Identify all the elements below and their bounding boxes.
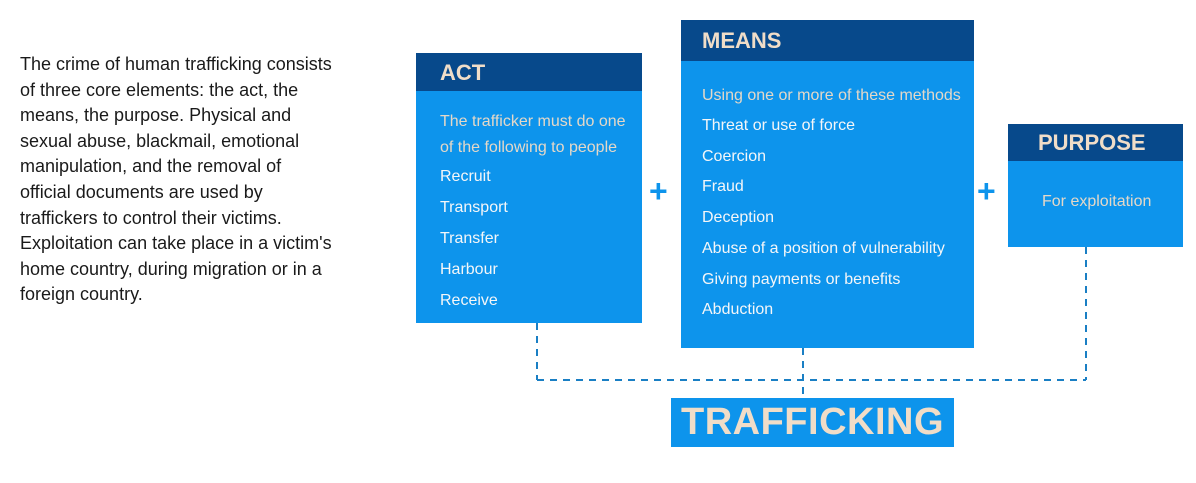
purpose-text: For exploitation: [1042, 193, 1152, 210]
intro-line: means, the purpose. Physical and: [20, 105, 292, 126]
intro-paragraph: The crime of human trafficking consists …: [20, 52, 385, 308]
intro-line: official documents are used by: [20, 181, 263, 202]
means-header: MEANS: [681, 20, 974, 61]
intro-line: of three core elements: the act, the: [20, 79, 299, 100]
means-subtitle: Using one or more of these methods: [702, 84, 961, 108]
intro-line: foreign country.: [20, 284, 143, 305]
act-subtitle: The trafficker must do one of the follow…: [440, 109, 626, 161]
means-title: MEANS: [702, 28, 782, 53]
means-item: Deception: [702, 209, 775, 227]
purpose-box: PURPOSE For exploitation: [1008, 124, 1183, 247]
act-item: Transfer: [440, 230, 499, 247]
means-item: Threat or use of force: [702, 117, 855, 134]
means-item: Giving payments or benefits: [702, 270, 901, 288]
means-item: Abduction: [702, 301, 774, 319]
intro-line: Exploitation can take place in a victim'…: [20, 233, 332, 254]
purpose-title: PURPOSE: [1038, 130, 1146, 155]
means-list: Threat or use of force Coercion Fraud De…: [702, 111, 974, 326]
act-header: ACT: [416, 53, 642, 91]
act-list: Recruit Transport Transfer Harbour Recei…: [440, 161, 642, 316]
act-box: ACT The trafficker must do one of the fo…: [416, 53, 642, 323]
intro-line: home country, during migration or in a: [20, 258, 322, 279]
plus-icon: +: [649, 173, 668, 209]
intro-line: The crime of human trafficking consists: [20, 54, 332, 74]
means-subtitle-line: Using one or more of these methods: [702, 87, 961, 104]
act-subtitle-line: The trafficker must do one: [440, 113, 626, 130]
intro-line: traffickers to control their victims.: [20, 207, 282, 228]
act-item: Receive: [440, 292, 498, 309]
act-item: Harbour: [440, 261, 498, 278]
purpose-header: PURPOSE: [1008, 124, 1183, 161]
means-item: Coercion: [702, 147, 767, 165]
act-subtitle-line: of the following to people: [440, 139, 618, 156]
act-title: ACT: [440, 60, 486, 85]
plus-icon: +: [977, 173, 996, 209]
trafficking-label: TRAFFICKING: [680, 401, 945, 443]
trafficking-result-box: TRAFFICKING: [671, 398, 954, 447]
intro-line: sexual abuse, blackmail, emotional: [20, 130, 300, 151]
act-item: Transport: [440, 199, 508, 216]
means-item: Fraud: [702, 178, 744, 196]
means-box: MEANS Using one or more of these methods…: [681, 20, 974, 348]
act-item: Recruit: [440, 168, 491, 185]
means-item: Abuse of a position of vulnerability: [702, 239, 945, 257]
intro-line: manipulation, and the removal of: [20, 156, 282, 177]
